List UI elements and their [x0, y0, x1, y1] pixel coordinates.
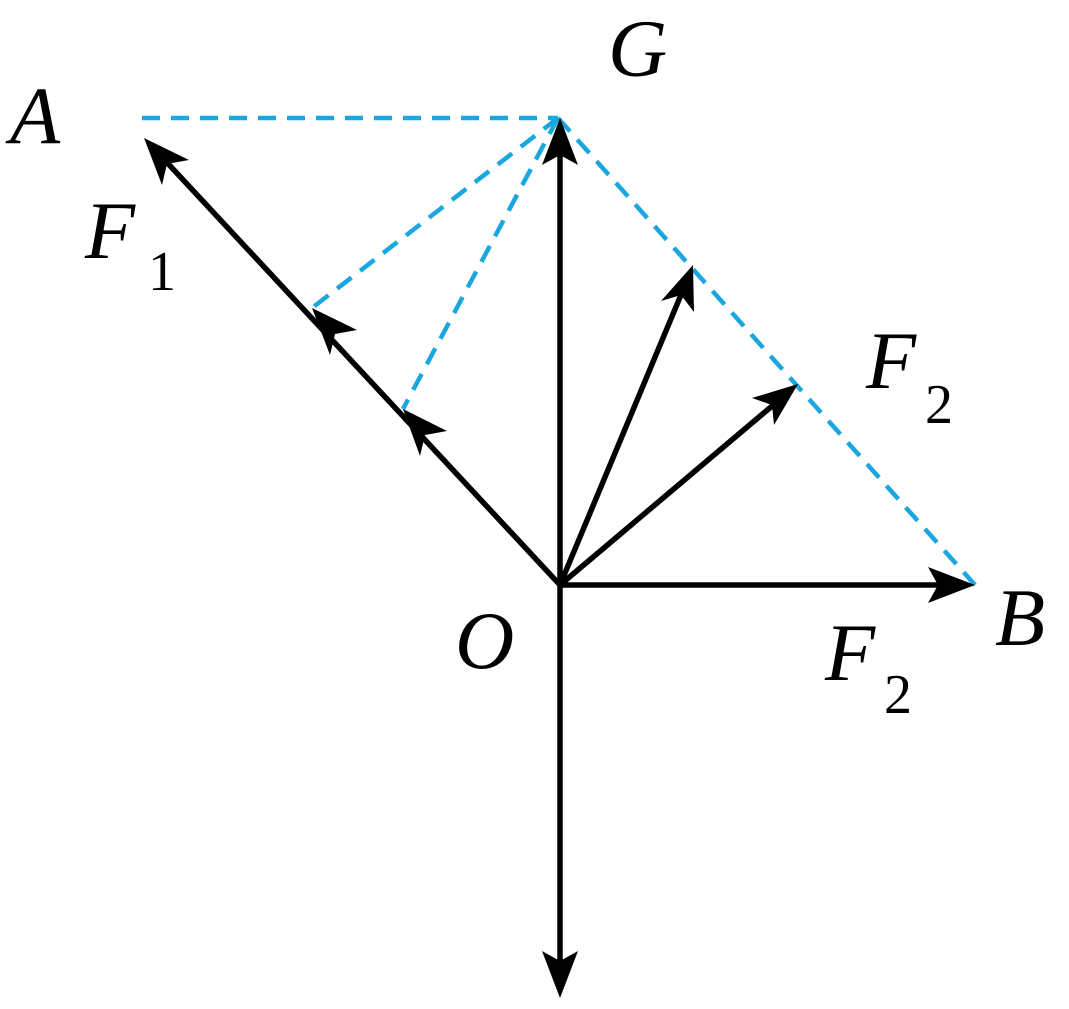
vector-F2-shallow: [558, 398, 780, 588]
label-F2-upper-subscript: 2: [925, 374, 953, 436]
construction-lines: [142, 115, 977, 587]
arrowhead-F1-mid-upper: [312, 308, 357, 355]
label-F2-upper: F: [865, 315, 917, 406]
arrowhead-F1-mid-lower: [403, 409, 447, 456]
label-F2-lower-subscript: 2: [884, 664, 912, 726]
arrowhead-down: [542, 951, 578, 998]
arrowhead-F2-steep: [661, 265, 694, 312]
label-A: A: [5, 70, 61, 161]
labels: A G O B F 1 F 2 F 2: [5, 3, 1045, 726]
arrowhead-A: [144, 138, 189, 185]
dashed-line-G-B: [556, 116, 977, 587]
dashed-line-G-F1-upper: [310, 116, 560, 310]
arrowhead-F2-shallow: [752, 384, 798, 425]
vector-F2-steep: [557, 288, 686, 587]
vectors: [144, 118, 975, 998]
label-F2-lower: F: [824, 607, 876, 698]
dashed-line-G-F1-lower: [401, 116, 560, 411]
arrowhead-G: [542, 118, 578, 165]
label-B: B: [995, 572, 1045, 663]
label-F1-subscript: 1: [148, 241, 176, 303]
vector-O-A: [157, 153, 563, 587]
label-G: G: [608, 3, 667, 94]
label-F1: F: [84, 185, 136, 276]
label-O: O: [455, 595, 514, 686]
arrowhead-B: [928, 567, 975, 603]
